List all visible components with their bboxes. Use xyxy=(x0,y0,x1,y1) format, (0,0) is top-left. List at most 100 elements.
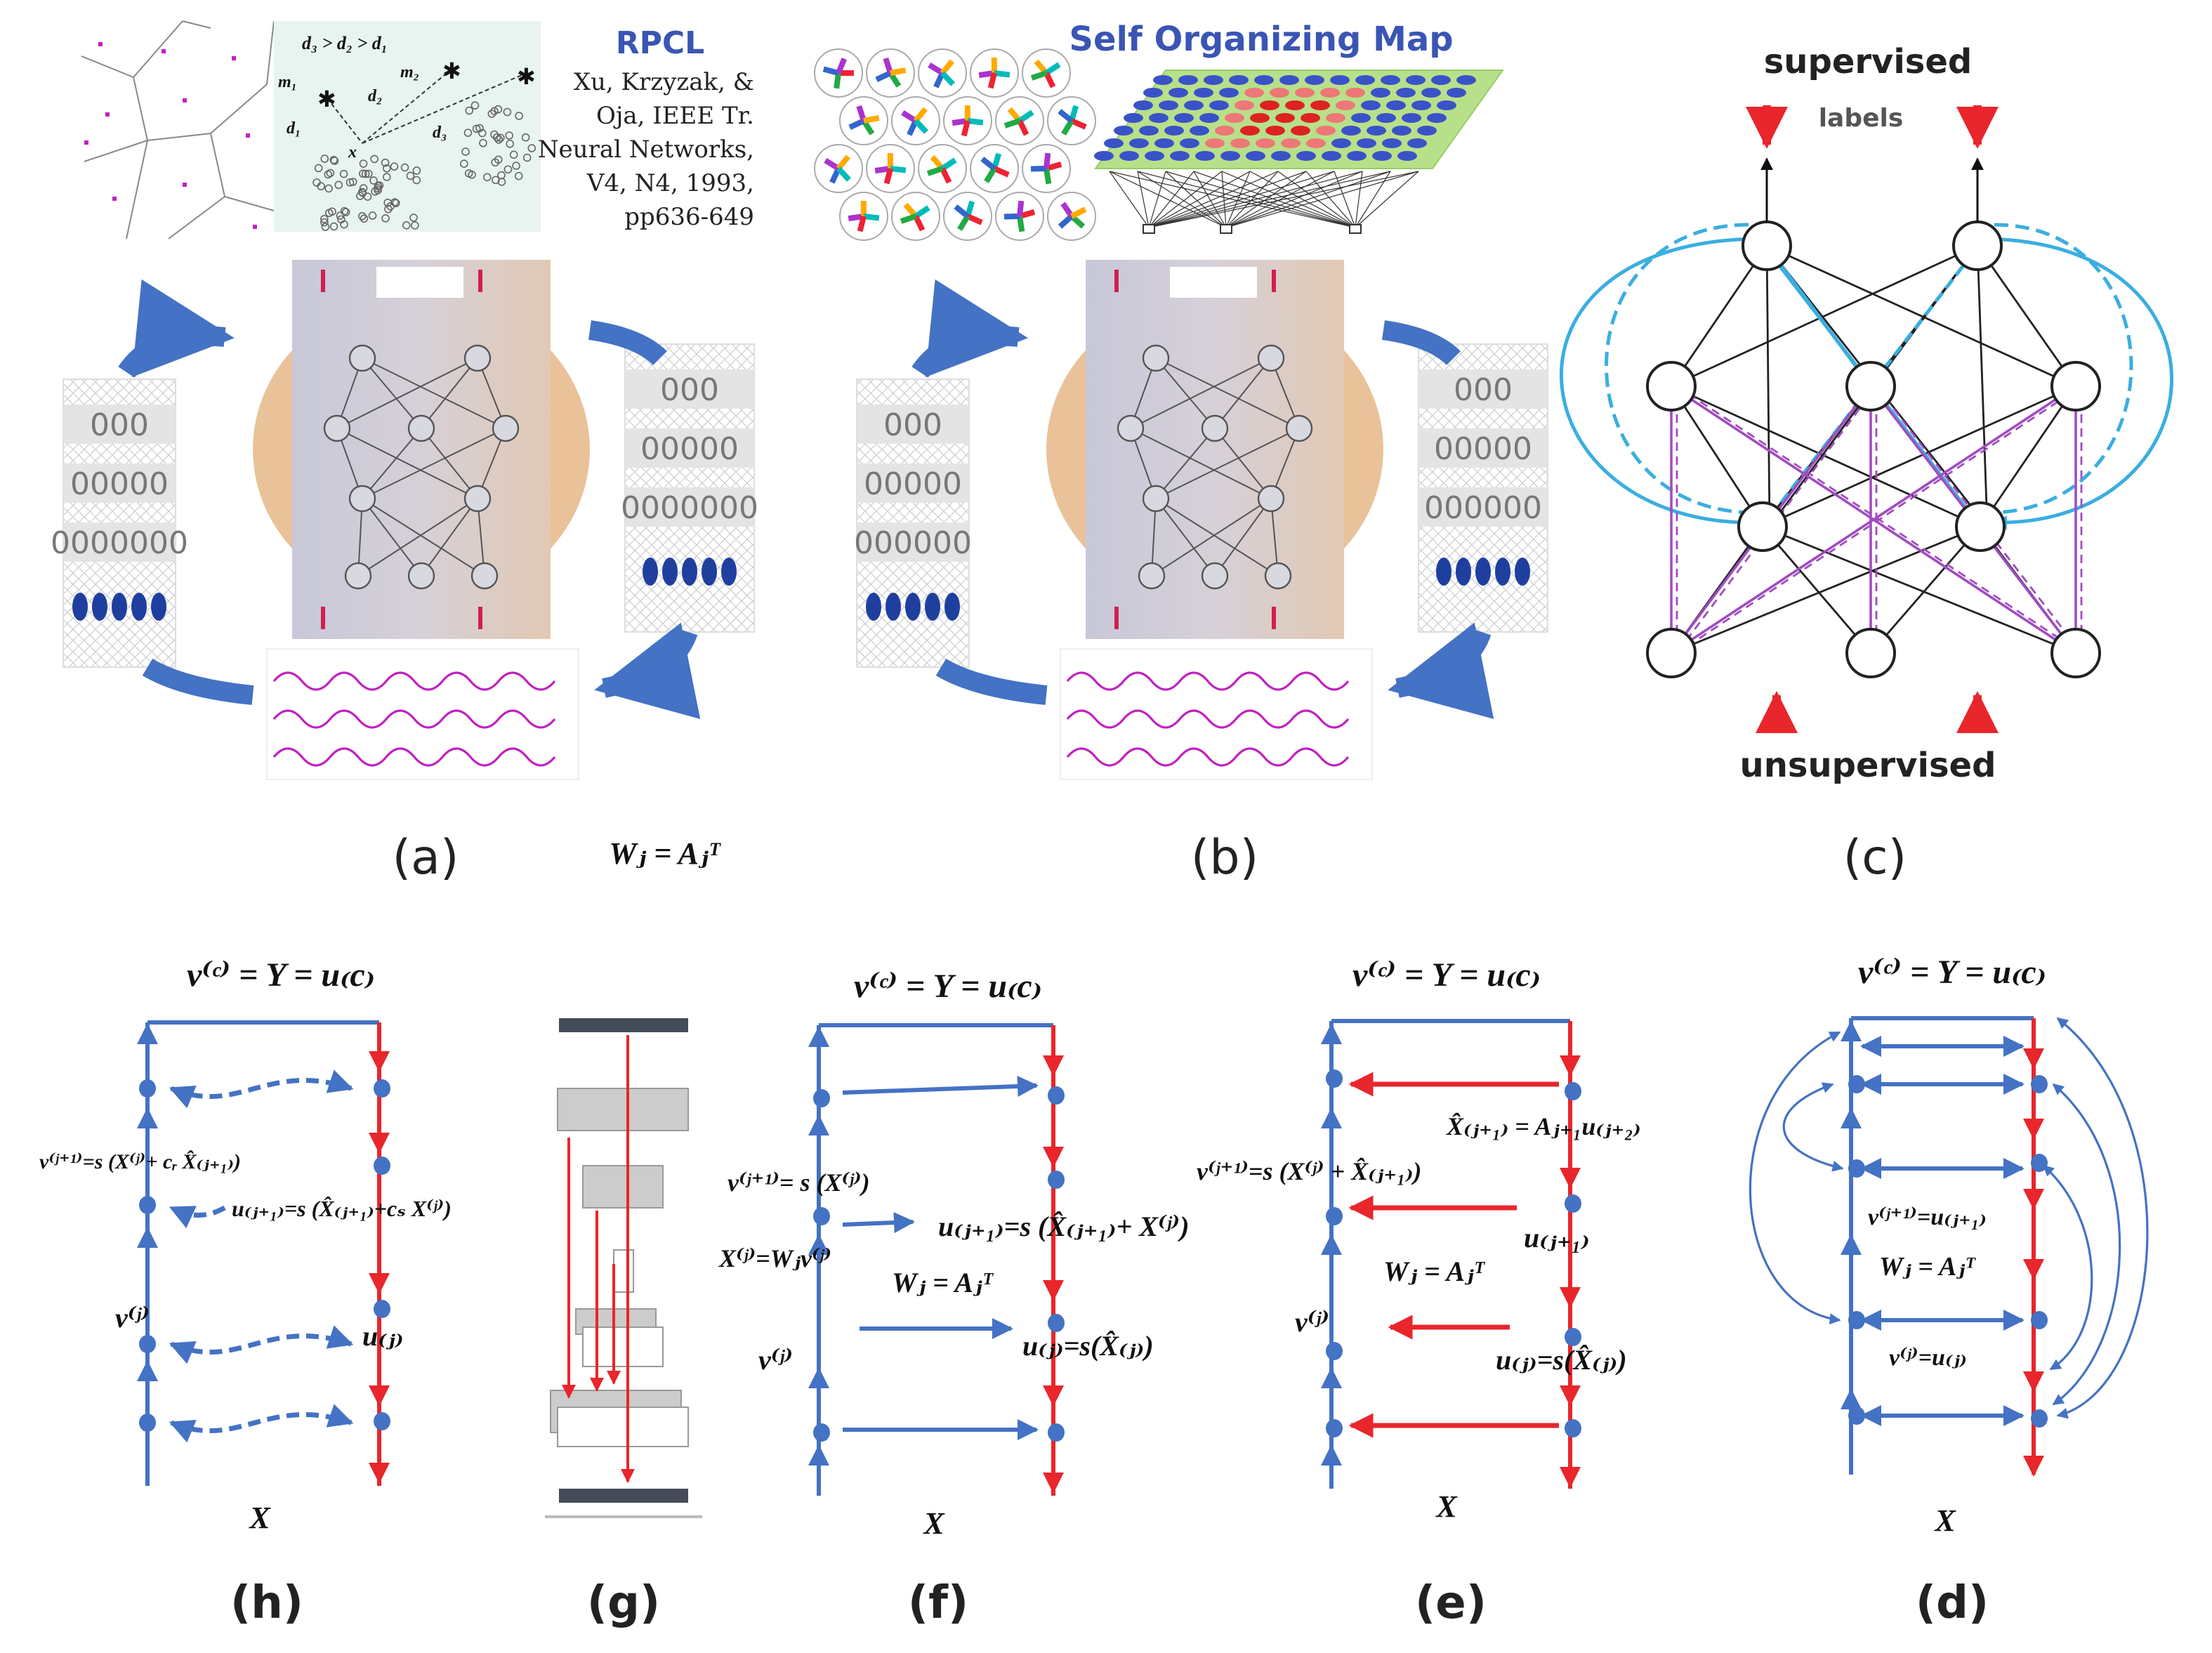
network-edge xyxy=(1155,498,1216,577)
network-node xyxy=(1742,220,1792,271)
voronoi-seed xyxy=(84,140,88,145)
data-point xyxy=(411,221,419,230)
weight-vector xyxy=(940,157,957,171)
network-edge xyxy=(1671,525,1981,654)
weight-vector xyxy=(1044,152,1051,169)
layer-neurons-label: 0000000 xyxy=(621,490,758,526)
som-node xyxy=(1347,151,1367,161)
data-point xyxy=(390,162,399,171)
network-node xyxy=(348,344,376,372)
vj-label: v⁽ʲ⁾ xyxy=(1295,1306,1329,1338)
panel-a-label: (a) xyxy=(393,830,459,885)
panel-c: supervised labels unsupervised (c) xyxy=(1559,42,2173,885)
input-connection xyxy=(1109,171,1356,228)
som-node xyxy=(1149,113,1168,123)
weight-vector xyxy=(913,215,926,232)
som-node xyxy=(1447,88,1466,98)
network-edge xyxy=(362,357,422,429)
data-point xyxy=(314,164,323,173)
dashed-interaction-arrow xyxy=(169,1069,354,1109)
input-connection xyxy=(1148,171,1307,228)
feedforward-arrow xyxy=(842,1212,915,1234)
layer-neurons-label: 000 xyxy=(883,407,942,443)
som-node xyxy=(1417,126,1437,136)
layer-block xyxy=(582,1326,664,1367)
network-edge xyxy=(336,428,478,499)
network-edge xyxy=(1214,498,1272,577)
rpcl-title: RPCL xyxy=(616,25,704,61)
som-node xyxy=(1326,113,1345,123)
network-node xyxy=(1955,501,2006,552)
input-connection xyxy=(1334,171,1356,228)
active-neuron xyxy=(72,593,88,621)
network-edge xyxy=(362,498,422,577)
star-m1-icon: ✱ xyxy=(317,86,336,112)
som-node xyxy=(1381,75,1400,85)
voronoi-edge xyxy=(224,196,275,211)
network-node xyxy=(407,414,435,442)
data-point xyxy=(490,107,499,116)
neuron-dot xyxy=(2031,1154,2048,1172)
handwritten-digits-panel xyxy=(1060,648,1373,780)
d2-label: d₂ xyxy=(368,87,382,105)
network-node xyxy=(1257,344,1285,372)
active-neuron xyxy=(1436,558,1451,586)
network-edge xyxy=(1762,385,2076,528)
data-point xyxy=(348,178,357,186)
data-point xyxy=(330,157,339,165)
som-node xyxy=(1310,100,1330,110)
voronoi-seed xyxy=(232,56,236,60)
voronoi-seed xyxy=(105,112,110,117)
vj-label: v⁽ʲ⁾ xyxy=(115,1302,150,1333)
voronoi-seed xyxy=(112,197,117,201)
network-edge xyxy=(357,498,478,577)
neuron-dot xyxy=(139,1335,156,1353)
weight-vector xyxy=(1017,216,1025,232)
input-connection xyxy=(1148,171,1335,228)
network-node xyxy=(1646,628,1697,678)
som-node xyxy=(1271,151,1291,161)
weight-vector xyxy=(901,110,918,124)
cycle-arrow-icon xyxy=(588,320,667,366)
network-edge xyxy=(362,428,422,499)
input-connection xyxy=(1355,171,1419,228)
data-point xyxy=(470,101,480,110)
data-point xyxy=(494,105,503,114)
som-node xyxy=(1178,75,1198,85)
d3-label: d₃ xyxy=(433,124,447,142)
input-node xyxy=(1220,224,1232,234)
som-node xyxy=(1306,138,1326,148)
network-edge xyxy=(1671,244,1978,388)
data-point xyxy=(345,178,355,187)
voronoi-seed xyxy=(253,225,257,229)
som-weight-circles xyxy=(814,48,1096,241)
data-point xyxy=(463,129,473,137)
data-point xyxy=(336,211,345,220)
som-node xyxy=(1411,100,1431,110)
network-edge xyxy=(421,498,478,577)
input-connection xyxy=(1193,171,1356,228)
input-connection xyxy=(1225,171,1419,228)
citation-line: V4, N4, 1993, xyxy=(586,169,754,197)
data-point xyxy=(340,206,349,216)
som-node xyxy=(1296,151,1316,161)
data-point xyxy=(359,159,368,168)
handwritten-digits-panel xyxy=(266,648,579,780)
som-node xyxy=(1129,138,1149,148)
weight-vector xyxy=(914,119,928,134)
data-point xyxy=(381,158,390,167)
data-point xyxy=(320,154,329,163)
network-node xyxy=(1142,344,1170,372)
weight-vector xyxy=(1030,70,1048,81)
data-point xyxy=(312,178,321,187)
layer-row xyxy=(857,404,969,444)
supervised-feedback-loop xyxy=(1980,237,2173,530)
network-edge xyxy=(1670,386,1764,527)
voronoi-diagram xyxy=(81,20,275,239)
som-node xyxy=(1154,138,1174,148)
voronoi-edge xyxy=(182,20,211,29)
input-connection xyxy=(1305,171,1356,228)
layer-neurons-label: 00000 xyxy=(70,466,169,502)
som-node xyxy=(1291,126,1310,136)
neuron-dot xyxy=(813,1207,830,1225)
